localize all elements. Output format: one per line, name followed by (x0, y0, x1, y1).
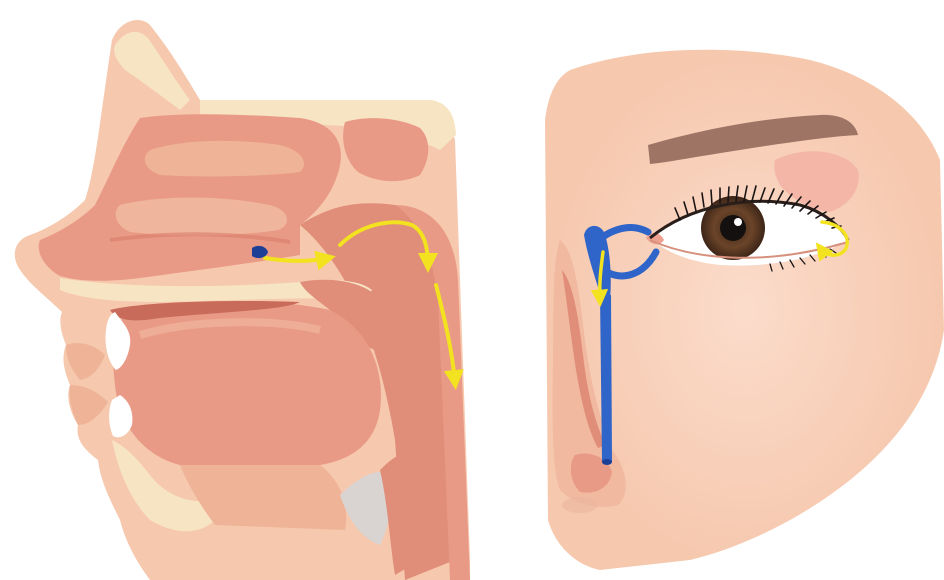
pupil (720, 215, 746, 241)
cheek-shadow (562, 497, 598, 513)
superior-turbinate (145, 141, 304, 177)
eye-highlight (734, 218, 742, 226)
duct-outlet (602, 459, 612, 465)
nasolacrimal-duct (600, 295, 612, 462)
nasal-sagittal-section (15, 20, 470, 580)
lacrimal-drainage-face (545, 50, 944, 570)
